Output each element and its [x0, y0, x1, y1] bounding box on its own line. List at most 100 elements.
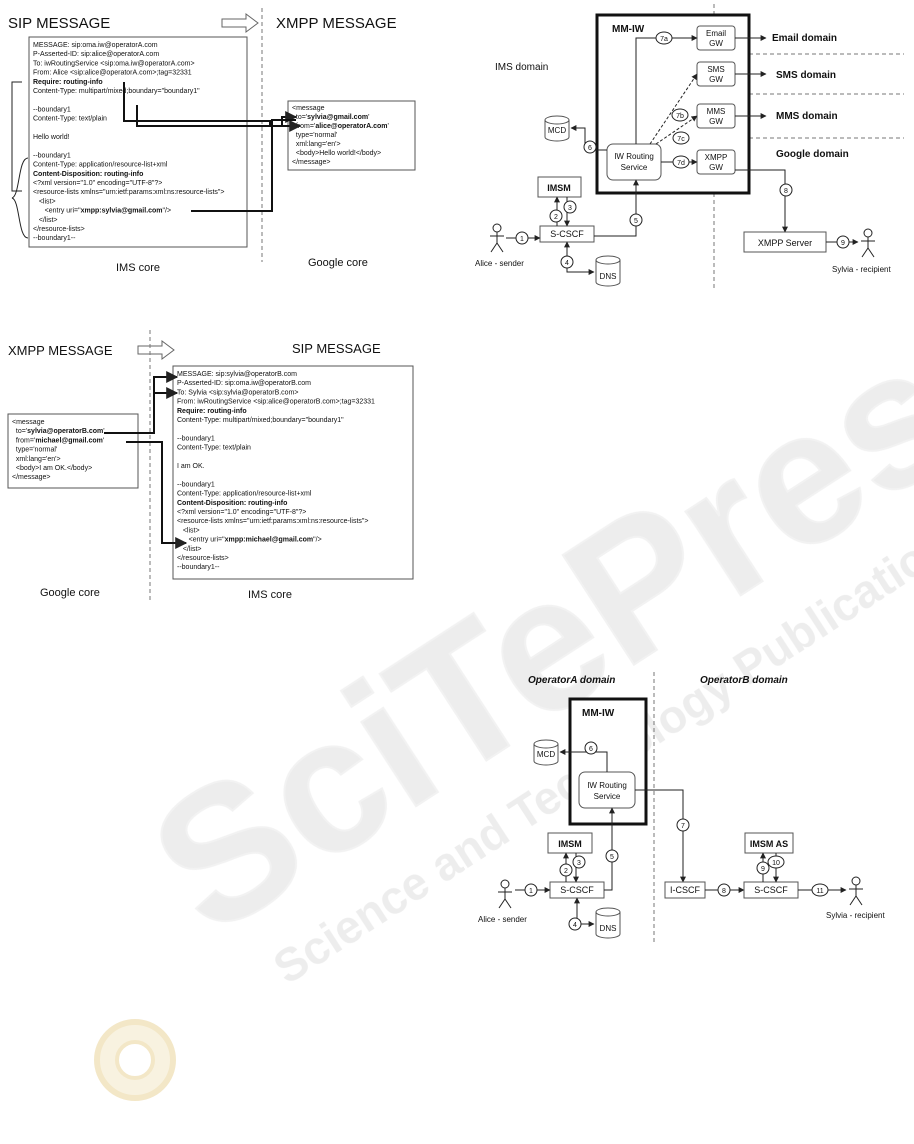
fig2-xmpp-lines: <message to='sylvia@operatorB.com' from=…: [12, 419, 105, 481]
fig4-step-circle: [524, 883, 538, 897]
fig1-sip-line-segment: xmpp:sylvia@gmail.com: [81, 208, 163, 215]
fig1-xmpp-line-segment: to=': [292, 114, 307, 121]
fig4-step-label: 11: [816, 888, 823, 895]
fig3-step-circle: [515, 231, 529, 245]
fig4-operatorB-label: OperatorB domain: [700, 675, 788, 686]
fig3-alice-icon: [490, 223, 504, 253]
fig1-left-title: SIP MESSAGE: [8, 15, 110, 32]
fig1-sip-line: <entry uri="xmpp:sylvia@gmail.com"/>: [33, 208, 171, 215]
fig2-xmpp-line: <message: [12, 419, 45, 426]
fig1-sip-line: From: Alice <sip:alice@operatorA.com>;ta…: [33, 70, 192, 77]
fig1-sip-line: --boundary1: [33, 106, 71, 113]
fig3-xmpp-server-label: XMPP Server: [758, 238, 812, 248]
fig1-xmpp-line: to='sylvia@gmail.com': [292, 114, 369, 121]
fig3-step-label: 4: [565, 260, 569, 267]
fig3-email-gw-line1: Email: [706, 29, 726, 38]
fig2-sip-line: --boundary1: [177, 481, 215, 488]
fig4-mmiw-label: MM-IW: [582, 708, 615, 719]
watermark-seal-inner-icon: [115, 1040, 155, 1080]
fig3-mcd: MCD: [544, 115, 570, 142]
fig1-xmpp-line-segment: sylvia@gmail.com: [307, 114, 368, 121]
fig4-mcd-label: MCD: [537, 750, 555, 759]
fig1-sip-lines: MESSAGE: sip:oma.iw@operatorA.comP-Asser…: [33, 42, 225, 242]
figure-3: MM-IW IMS domain Email GW SMS GW MMS GW …: [475, 4, 904, 290]
fig4-step-label: 1: [529, 888, 533, 895]
fig2-map-arrow-from: [126, 441, 188, 549]
fig4-step-circle: [568, 917, 582, 931]
fig2-xmpp-line: <body>I am OK.</body>: [12, 465, 92, 472]
fig4-imsm-label: IMSM: [558, 839, 582, 849]
fig1-brace-top: [11, 81, 22, 192]
fig2-sip-line: To: Sylvia <sip:sylvia@operatorB.com>: [177, 389, 299, 396]
fig4-step-label: 7: [681, 823, 685, 830]
fig4-step-label: 5: [610, 854, 614, 861]
fig2-right-title: SIP MESSAGE: [292, 341, 381, 356]
fig1-sip-line: <?xml version="1.0" encoding="UTF-8"?>: [33, 180, 162, 187]
fig3-imsm-label: IMSM: [547, 183, 571, 193]
fig1-sip-line: --boundary1--: [33, 235, 76, 242]
fig4-step-label: 8: [722, 888, 726, 895]
fig4-imsm-as: [744, 832, 794, 854]
fig2-xmpp-line-segment: ': [103, 437, 104, 444]
fig3-mcd-label: MCD: [548, 126, 566, 135]
fig1-sip-line: MESSAGE: sip:oma.iw@operatorA.com: [33, 42, 158, 49]
figure-2: XMPP MESSAGE SIP MESSAGE <message to='sy…: [7, 330, 414, 601]
fig4-step-circle: [811, 883, 829, 897]
fig3-step-label: 7c: [677, 136, 685, 143]
fig4-step-label: 9: [761, 866, 765, 873]
fig1-sip-line: Content-Type: application/resource-list+…: [33, 162, 168, 169]
fig3-sylvia-label: Sylvia - recipient: [832, 265, 891, 274]
fig3-google-domain: Google domain: [776, 149, 849, 160]
fig4-mcd: MCD: [533, 739, 559, 766]
fig4-operatorA-label: OperatorA domain: [528, 675, 615, 686]
fig2-xmpp-line-segment: ': [103, 428, 104, 435]
fig2-sip-line: P-Asserted-ID: sip:oma.iw@operatorB.com: [177, 380, 311, 387]
fig1-sip-line: Content-Disposition: routing-info: [33, 171, 143, 178]
fig3-step-circle: [779, 183, 793, 197]
fig3-step-circle: [672, 155, 690, 169]
fig2-sip-line: I am OK.: [177, 463, 205, 470]
fig2-sip-line: --boundary1--: [177, 564, 220, 571]
fig4-dns: DNS: [595, 907, 621, 939]
fig2-xmpp-line-segment: sylvia@operatorB.com: [27, 428, 103, 435]
fig2-sip-line: Content-Type: multipart/mixed;boundary="…: [177, 417, 344, 424]
fig1-sip-line: Require: routing-info: [33, 79, 103, 86]
fig4-step-circle: [572, 855, 586, 869]
fig3-step-label: 2: [554, 214, 558, 221]
fig4-iw-routing: [578, 771, 636, 809]
fig3-route-7c: [655, 115, 698, 145]
fig2-xmpp-line-segment: to=': [12, 428, 27, 435]
fig2-sip-line: Content-Disposition: routing-info: [177, 500, 287, 507]
fig1-sip-line: Content-Type: text/plain: [33, 116, 107, 123]
fig3-iw-routing-line2: Service: [621, 163, 648, 172]
fig2-direction-arrow-icon: [137, 340, 175, 360]
fig4-step-label: 6: [589, 746, 593, 753]
fig3-step-label: 8: [784, 188, 788, 195]
fig4-iw-routing-line2: Service: [594, 792, 621, 801]
fig2-left-title: XMPP MESSAGE: [8, 343, 113, 358]
fig3-step-label: 9: [841, 240, 845, 247]
fig4-step-label: 2: [564, 868, 568, 875]
fig3-step-label: 7a: [660, 36, 668, 43]
fig1-xmpp-line: <message: [292, 105, 325, 112]
fig3-iw-routing: [606, 143, 662, 181]
fig1-xmpp-line: xml:lang='en'>: [292, 141, 341, 148]
fig2-sip-line: </resource-lists>: [177, 555, 229, 562]
fig2-sip-line: Content-Type: text/plain: [177, 445, 251, 452]
fig3-mmiw-label: MM-IW: [612, 24, 645, 35]
fig2-sip-line: Content-Type: application/resource-list+…: [177, 491, 312, 498]
figure-1: SIP MESSAGE XMPP MESSAGE MESSAGE: sip:om…: [8, 8, 416, 274]
fig1-sip-line: <list>: [33, 198, 56, 205]
fig4-step-label: 3: [577, 860, 581, 867]
fig3-email-domain: Email domain: [772, 33, 837, 44]
fig4-dns-label: DNS: [600, 924, 617, 933]
fig3-step-circle: [629, 213, 643, 227]
fig2-sip-line-segment: "/>: [313, 537, 322, 544]
fig1-map-arrow-from: [123, 82, 302, 132]
fig3-step-circle: [563, 200, 577, 214]
fig3-dns-label: DNS: [600, 272, 617, 281]
fig1-map-arrow-entry: [191, 119, 296, 212]
fig1-xmpp-line-segment: from=': [292, 123, 315, 130]
fig1-xmpp-line: </message>: [292, 159, 331, 166]
fig1-sip-line-segment: <entry uri=": [33, 208, 81, 215]
